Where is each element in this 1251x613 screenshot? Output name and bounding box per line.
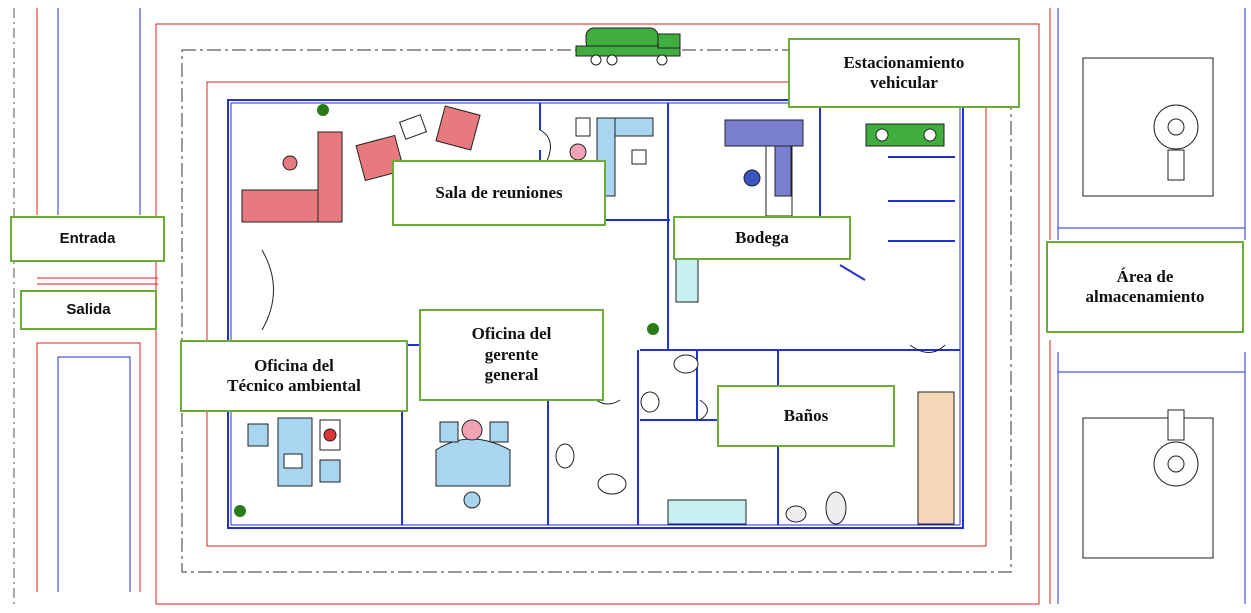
label-bodega: Bodega [673, 216, 851, 260]
tanker-truck-icon [575, 27, 681, 66]
label-oficina-tecnico-ambiental: Oficina del Técnico ambiental [180, 340, 408, 412]
label-estacionamiento-vehicular: Estacionamiento vehicular [788, 38, 1020, 108]
label-entrada: Entrada [10, 216, 165, 262]
label-banos: Baños [717, 385, 895, 447]
label-sala-de-reuniones: Sala de reuniones [392, 160, 606, 226]
manager-office-furniture [435, 419, 511, 509]
technician-office-furniture [247, 417, 341, 487]
plant-icon [234, 104, 659, 517]
label-salida: Salida [20, 290, 157, 330]
left-street-lines [13, 8, 158, 604]
hallway-counter [675, 257, 699, 303]
parking-lines [888, 156, 955, 242]
storage-area [1049, 8, 1246, 604]
meeting-room-furniture [241, 105, 481, 223]
bodega-furniture [724, 119, 804, 217]
parked-truck-icon [865, 123, 945, 147]
label-oficina-gerente-general: Oficina del gerente general [419, 309, 604, 401]
bathroom-fixtures [555, 354, 955, 525]
label-area-de-almacenamiento: Área de almacenamiento [1046, 241, 1244, 333]
tank-icon [1082, 57, 1214, 559]
